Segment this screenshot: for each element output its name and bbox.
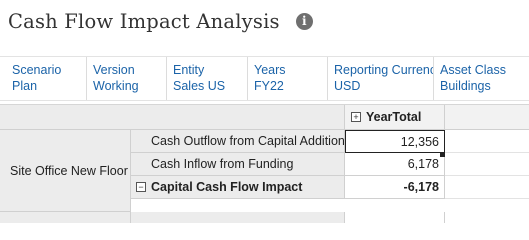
pov-dimension-label: Version <box>93 63 135 77</box>
column-header-label: YearTotal <box>366 110 422 124</box>
cell-cash-inflow-yeartotal[interactable]: 6,178 <box>345 153 445 176</box>
selection-fill-handle[interactable] <box>440 152 445 157</box>
pov-dimension-label: Years <box>254 63 286 77</box>
page-title: Cash Flow Impact Analysis <box>8 9 280 33</box>
pov-member-value: Sales US <box>173 79 226 93</box>
row-header-cash-outflow[interactable]: Cash Outflow from Capital Additions <box>131 130 345 153</box>
pov-member-value: FY22 <box>254 79 284 93</box>
cell-cash-outflow-yeartotal[interactable]: 12,356 <box>345 130 445 153</box>
grid-filler <box>345 212 445 223</box>
pov-reporting-currency[interactable]: Reporting Currency USD <box>327 57 433 100</box>
info-icon[interactable]: i <box>295 12 313 30</box>
pov-years[interactable]: Years FY22 <box>247 57 327 100</box>
row-header-capital-cash-flow-impact[interactable]: − Capital Cash Flow Impact <box>131 176 345 199</box>
title-bar: Cash Flow Impact Analysis i <box>8 8 313 34</box>
pov-member-value: Plan <box>12 79 38 93</box>
grid-empty-cell <box>445 176 529 199</box>
pov-dimension-label: Entity <box>173 63 205 77</box>
pov-version[interactable]: Version Working <box>86 57 166 100</box>
grid-corner <box>0 105 345 130</box>
pov-dimension-label: Scenario <box>12 63 62 77</box>
row-group-header[interactable]: Site Office New Floor <box>0 130 131 212</box>
row-header-cash-inflow[interactable]: Cash Inflow from Funding <box>131 153 345 176</box>
data-grid: + YearTotal Site Office New Floor Cash O… <box>0 104 529 223</box>
pov-member-value: Buildings <box>440 79 491 93</box>
pov-entity[interactable]: Entity Sales US <box>166 57 247 100</box>
pov-scenario[interactable]: Scenario Plan <box>6 57 86 100</box>
grid-empty-cell <box>445 130 529 153</box>
grid-header-filler <box>445 105 529 130</box>
pov-member-value: USD <box>334 79 361 93</box>
grid-empty-cell <box>445 153 529 176</box>
expand-icon[interactable]: + <box>351 112 361 122</box>
pov-asset-class[interactable]: Asset Class Buildings <box>433 57 529 100</box>
pov-dimension-label: Reporting Currency <box>334 63 433 77</box>
column-header-yeartotal[interactable]: + YearTotal <box>345 105 445 130</box>
grid-filler <box>0 212 131 223</box>
grid-filler <box>131 212 345 223</box>
cell-capital-cash-flow-impact-yeartotal[interactable]: -6,178 <box>345 176 445 199</box>
pov-bar: Scenario Plan Version Working Entity Sal… <box>0 56 529 101</box>
collapse-icon[interactable]: − <box>136 182 146 192</box>
row-header-label: Capital Cash Flow Impact <box>151 180 303 194</box>
pov-dimension-label: Asset Class <box>440 63 506 77</box>
pov-member-value: Working <box>93 79 139 93</box>
